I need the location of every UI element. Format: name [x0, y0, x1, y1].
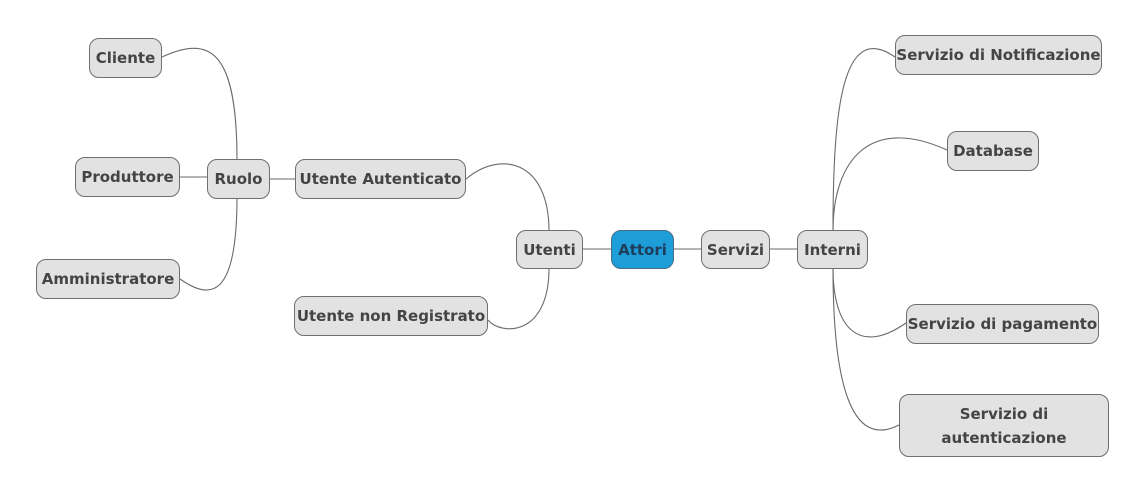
node-servizio-autenticazione[interactable]: Servizio di autenticazione — [899, 394, 1109, 457]
link-utenti-utente-non-registrato — [487, 267, 550, 330]
node-servizi[interactable]: Servizi — [701, 230, 770, 269]
node-amministratore[interactable]: Amministratore — [36, 259, 180, 299]
link-interni-database — [832, 137, 948, 232]
node-interni[interactable]: Interni — [797, 230, 868, 269]
node-utente-non-registrato[interactable]: Utente non Registrato — [294, 296, 488, 336]
link-utenti-utente-autenticato — [465, 163, 550, 232]
node-servizio-pagamento[interactable]: Servizio di pagamento — [906, 304, 1099, 344]
node-servizio-notificazione[interactable]: Servizio di Notificazione — [895, 35, 1102, 75]
link-interni-pagamento — [832, 267, 907, 338]
link-interni-autenticazione — [832, 267, 900, 431]
node-cliente[interactable]: Cliente — [89, 38, 162, 78]
node-produttore[interactable]: Produttore — [75, 157, 180, 197]
link-interni-notificazione — [832, 48, 896, 232]
link-ruolo-cliente — [161, 47, 238, 161]
link-ruolo-amministratore — [179, 196, 238, 291]
node-ruolo[interactable]: Ruolo — [207, 159, 270, 199]
node-attori[interactable]: Attori — [611, 230, 674, 269]
node-utente-autenticato[interactable]: Utente Autenticato — [295, 159, 466, 199]
node-utenti[interactable]: Utenti — [516, 230, 583, 269]
node-database[interactable]: Database — [947, 131, 1039, 171]
